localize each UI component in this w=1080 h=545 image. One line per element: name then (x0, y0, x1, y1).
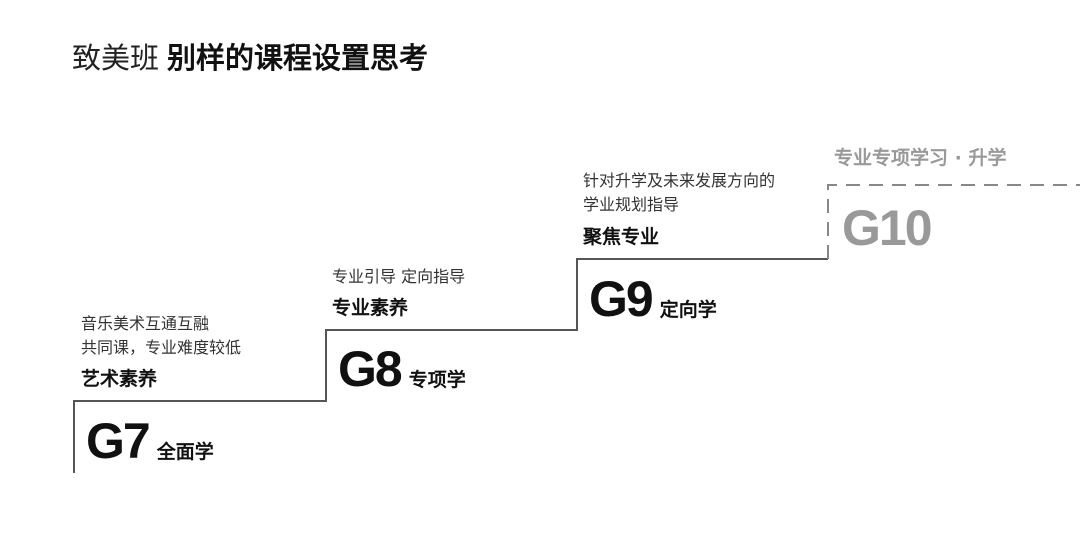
g10-heading: 专业专项学习 · 升学 (834, 147, 1007, 169)
staircase-dashed (827, 184, 1080, 259)
g9-heading: 聚焦专业 (583, 226, 660, 248)
title-main: 别样的课程设置思考 (167, 41, 429, 75)
g9-desc-line: 学业规划指导 (583, 195, 680, 214)
g8-heading: 专业素养 (332, 297, 409, 319)
g7-sub: 全面学 (156, 441, 214, 463)
g7-desc-line: 共同课，专业难度较低 (81, 338, 242, 357)
page-title: 致美班别样的课程设置思考 (72, 38, 428, 78)
g7-grade: G7 全面学 (86, 416, 214, 466)
g7-description: 音乐美术互通互融 共同课，专业难度较低 (81, 312, 241, 360)
g8-label: G8 (338, 341, 403, 397)
g9-desc-line: 针对升学及未来发展方向的 (583, 171, 776, 190)
g8-desc-line: 专业引导 定向指导 (332, 267, 466, 286)
g9-grade: G9 定向学 (589, 274, 717, 324)
g10-label: G10 (842, 200, 933, 256)
g7-label: G7 (86, 413, 151, 469)
g8-sub: 专项学 (408, 369, 466, 391)
g10-grade: G10 (842, 200, 933, 256)
g7-heading: 艺术素养 (81, 368, 158, 390)
g7-desc-line: 音乐美术互通互融 (81, 314, 210, 333)
title-prefix: 致美班 (72, 41, 160, 75)
g9-description: 针对升学及未来发展方向的 学业规划指导 (583, 169, 775, 217)
g8-description: 专业引导 定向指导 (332, 265, 465, 289)
staircase-solid (73, 258, 828, 473)
g9-sub: 定向学 (659, 299, 717, 321)
g8-grade: G8 专项学 (338, 344, 466, 394)
g9-label: G9 (589, 271, 654, 327)
